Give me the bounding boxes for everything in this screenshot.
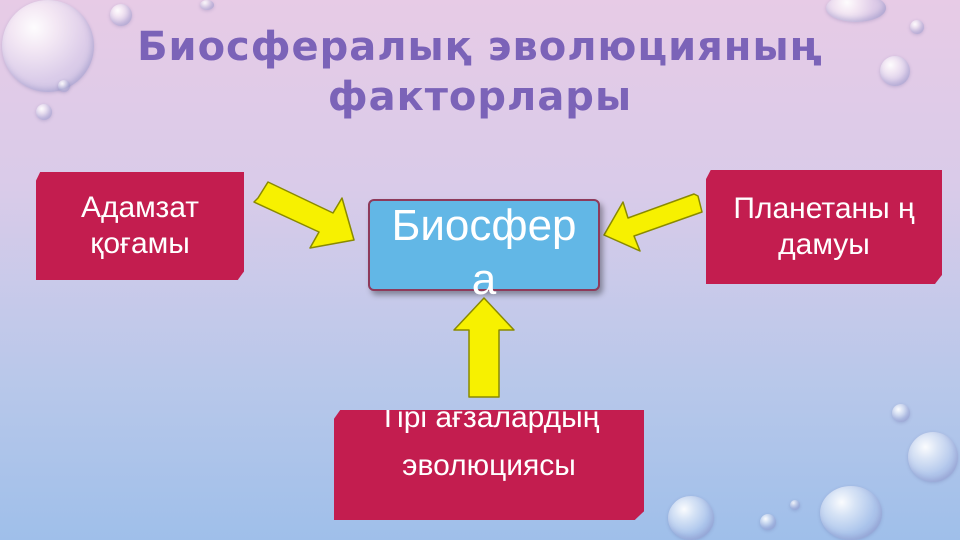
- arrow-right-to-center: [603, 193, 703, 252]
- water-drop-decoration: [908, 432, 958, 482]
- node-human-society: Адамзат қоғамы: [36, 172, 244, 280]
- water-drop-decoration: [668, 496, 714, 540]
- node-planet-development-label: Планетаны ң дамуы: [733, 192, 915, 261]
- arrow-bottom-to-center: [453, 297, 515, 398]
- node-organism-evolution-label: Тірі ағзалардың эволюциясы: [378, 401, 600, 482]
- water-drop-decoration: [200, 0, 214, 10]
- water-drop-decoration: [910, 20, 924, 34]
- arrow-left-to-center: [253, 181, 355, 249]
- water-drop-decoration: [880, 56, 910, 86]
- water-drop-decoration: [892, 404, 910, 422]
- water-drop-decoration: [2, 0, 94, 92]
- node-planet-development: Планетаны ң дамуы: [706, 170, 942, 284]
- water-drop-decoration: [820, 486, 882, 540]
- water-drop-decoration: [58, 80, 70, 92]
- node-biosphere-label: Биосфер а: [391, 201, 577, 304]
- water-drop-decoration: [760, 514, 776, 530]
- slide-title: Биосфералық эволюцияның факторлары: [130, 22, 830, 122]
- title-line-2: факторлары: [327, 74, 633, 120]
- node-human-society-label: Адамзат қоғамы: [80, 191, 199, 260]
- node-organism-evolution: Тірі ағзалардың эволюциясы: [334, 410, 644, 520]
- node-biosphere: Биосфер а: [368, 199, 600, 304]
- water-drop-decoration: [790, 500, 800, 510]
- title-line-1: Биосфералық эволюцияның: [137, 24, 823, 70]
- water-drop-decoration: [36, 104, 52, 120]
- water-drop-decoration: [110, 4, 132, 26]
- water-drop-decoration: [826, 0, 886, 22]
